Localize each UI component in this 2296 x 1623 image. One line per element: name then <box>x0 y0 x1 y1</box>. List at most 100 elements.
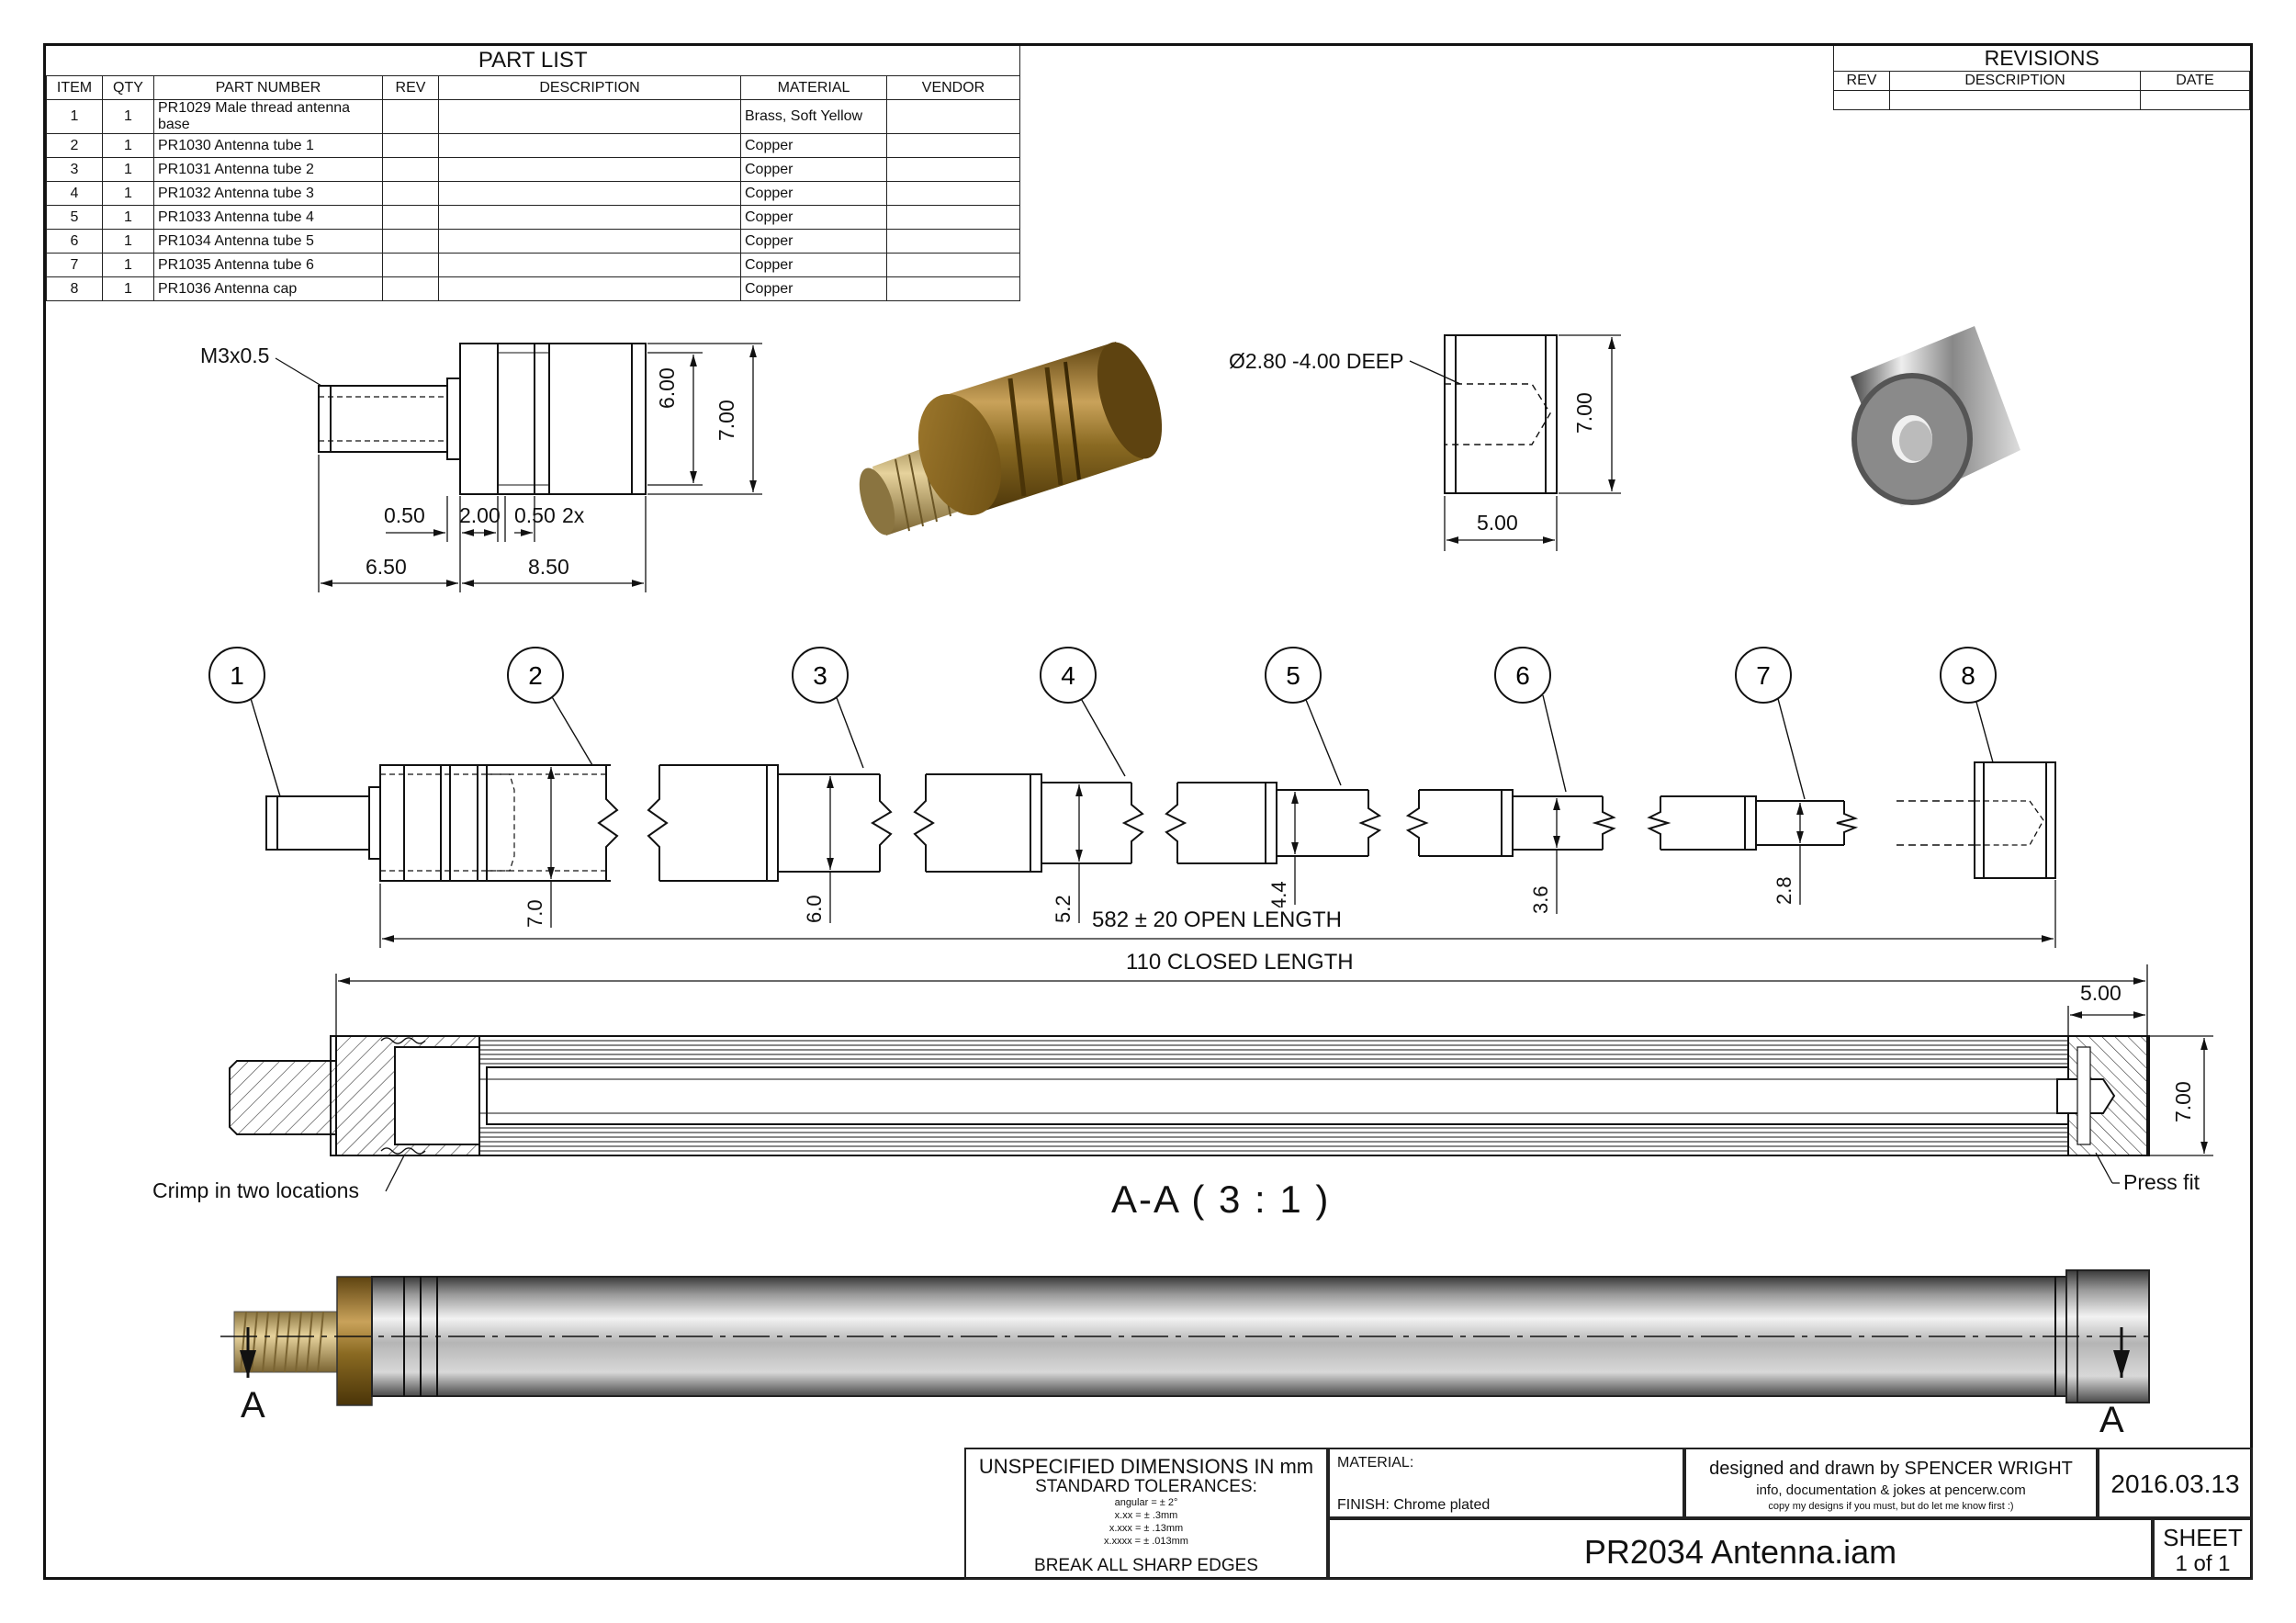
cell-rev <box>382 99 439 134</box>
section-title: A-A ( 3 : 1 ) <box>1111 1178 1331 1221</box>
cell-qty: 1 <box>102 133 154 158</box>
material-block: MATERIAL: FINISH: Chrome plated <box>1328 1448 1684 1518</box>
cell-material: Copper <box>740 181 887 206</box>
cell-material: Copper <box>740 276 887 301</box>
cell-item: 7 <box>46 253 103 277</box>
cell-part-number: PR1031 Antenna tube 2 <box>153 157 383 182</box>
balloon-circle <box>507 647 564 704</box>
drawing-title: PR2034 Antenna.iam <box>1583 1533 1897 1571</box>
balloon-leaders <box>249 694 1994 800</box>
dim-0-50-a: 0.50 <box>384 503 425 527</box>
cell-part-number: PR1035 Antenna tube 6 <box>153 253 383 277</box>
part-list-title: PART LIST <box>46 46 1020 76</box>
base-part-3d-render <box>859 342 1163 535</box>
cell-qty: 1 <box>102 205 154 230</box>
rev-col-rev: REV <box>1833 71 1890 91</box>
balloon-7: 7 <box>1756 661 1771 690</box>
designer-info: info, documentation & jokes at pencerw.c… <box>1756 1482 2026 1498</box>
tolerance-subtitle: STANDARD TOLERANCES: <box>1035 1477 1257 1496</box>
tube-dia-5: 3.6 <box>1529 885 1552 914</box>
tube-dia-2: 6.0 <box>803 895 826 923</box>
tol-xxxx: x.xxxx = ± .013mm <box>1104 1536 1188 1547</box>
tube-dia-4: 4.4 <box>1267 881 1290 909</box>
cell-part-number: PR1033 Antenna tube 4 <box>153 205 383 230</box>
sheet-number: 1 of 1 <box>2175 1551 2231 1576</box>
open-length-dim: 582 ± 20 OPEN LENGTH <box>1088 907 1345 933</box>
tol-xxx: x.xxx = ± .13mm <box>1109 1523 1184 1534</box>
cell-vendor <box>886 229 1020 254</box>
tolerance-block: UNSPECIFIED DIMENSIONS IN mm STANDARD TO… <box>964 1448 1328 1580</box>
balloon-4: 4 <box>1061 661 1075 690</box>
cap-part-3d-render <box>1851 326 2020 507</box>
balloon-6: 6 <box>1515 661 1530 690</box>
cell-qty: 1 <box>102 99 154 134</box>
tube-dia-6: 2.8 <box>1773 876 1795 905</box>
exploded-view <box>265 761 2056 882</box>
cap-height-dim: 7.00 <box>1572 392 1596 434</box>
section-marker-left: A <box>241 1385 265 1426</box>
section-leaders <box>385 1152 2120 1192</box>
cell-item: 8 <box>46 276 103 301</box>
length-dims <box>335 880 2213 1156</box>
tol-xx: x.xx = ± .3mm <box>1114 1510 1178 1521</box>
cell-part-number: PR1036 Antenna cap <box>153 276 383 301</box>
cap-width-dim: 5.00 <box>1477 511 1518 535</box>
drawing-date: 2016.03.13 <box>2110 1470 2240 1498</box>
assembled-render <box>220 1269 2154 1406</box>
cell-material: Brass, Soft Yellow <box>740 99 887 134</box>
cell-item: 6 <box>46 229 103 254</box>
cell-item: 4 <box>46 181 103 206</box>
cap-length-dim: 5.00 <box>2080 981 2122 1005</box>
cell-part-number: PR1032 Antenna tube 3 <box>153 181 383 206</box>
section-marker-right: A <box>2099 1400 2124 1440</box>
balloon-circle <box>1735 647 1792 704</box>
cell-vendor <box>886 253 1020 277</box>
revisions-table: REVISIONS REV DESCRIPTION DATE <box>1833 46 2250 110</box>
designer-block: designed and drawn by SPENCER WRIGHT inf… <box>1684 1448 2098 1518</box>
col-rev: REV <box>382 75 439 100</box>
copy-note: copy my designs if you must, but do let … <box>1768 1501 2014 1512</box>
designer-credit: designed and drawn by SPENCER WRIGHT <box>1709 1459 2073 1479</box>
drawing-title-block: PR2034 Antenna.iam <box>1328 1518 2153 1580</box>
base-part-dims <box>275 343 762 592</box>
rev-col-description: DESCRIPTION <box>1889 71 2141 91</box>
tol-angular: angular = ± 2° <box>1114 1497 1178 1508</box>
cell-vendor <box>886 99 1020 134</box>
date-block: 2016.03.13 <box>2098 1448 2253 1518</box>
cell-qty: 1 <box>102 276 154 301</box>
thread-callout: M3x0.5 <box>200 344 270 367</box>
col-part-number: PART NUMBER <box>153 75 383 100</box>
cell-qty: 1 <box>102 253 154 277</box>
balloon-circle <box>792 647 849 704</box>
cell-description <box>438 253 741 277</box>
tube-diameter-dims <box>547 767 1804 928</box>
cell-part-number: PR1034 Antenna tube 5 <box>153 229 383 254</box>
cell-vendor <box>886 276 1020 301</box>
balloon-8: 8 <box>1961 661 1975 690</box>
cell-description <box>438 229 741 254</box>
press-fit-note: Press fit <box>2123 1170 2200 1194</box>
balloon-circle <box>1040 647 1097 704</box>
base-part-view <box>318 343 647 495</box>
cell-rev <box>382 276 439 301</box>
cell-vendor <box>886 157 1020 182</box>
col-item: ITEM <box>46 75 103 100</box>
dim-7-00: 7.00 <box>715 400 738 441</box>
sheet-label: SHEET <box>2163 1524 2243 1551</box>
crimp-note: Crimp in two locations <box>152 1178 359 1202</box>
dim-6-00: 6.00 <box>655 367 679 409</box>
edges-note: BREAK ALL SHARP EDGES <box>1034 1556 1258 1575</box>
cell-qty: 1 <box>102 229 154 254</box>
cap-part-dims <box>1409 334 1621 551</box>
dim-6-50: 6.50 <box>366 555 407 579</box>
tolerance-title: UNSPECIFIED DIMENSIONS IN mm <box>978 1455 1314 1478</box>
cell-vendor <box>886 133 1020 158</box>
dim-2x: 2x <box>562 503 585 527</box>
dim-2-00: 2.00 <box>459 503 501 527</box>
